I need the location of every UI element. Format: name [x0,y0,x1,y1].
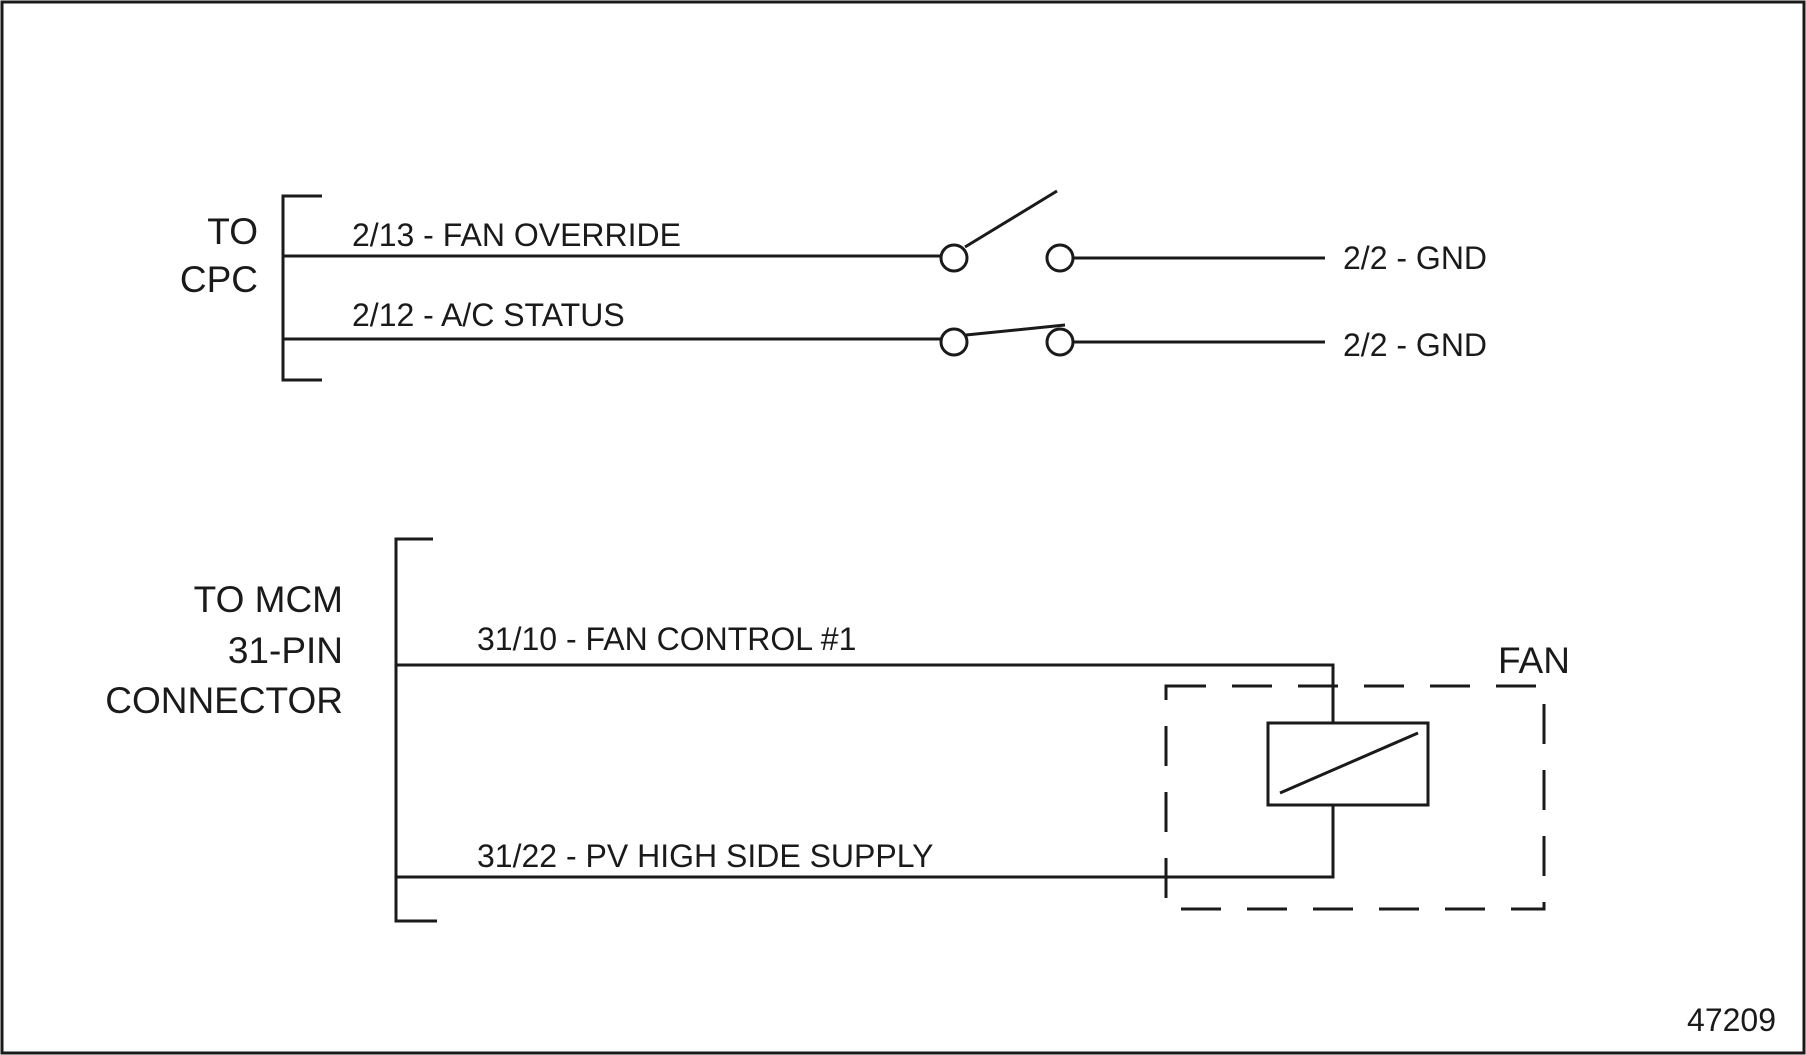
mcm-label-line2: 31-PIN [228,630,343,671]
mcm-label-line1: TO MCM [194,579,343,620]
fan-control-circuit: 31/10 - FAN CONTROL #1 [396,621,1335,723]
ac-status-ground-label: 2/2 - GND [1343,327,1487,363]
pv-high-side-wire [396,805,1335,879]
fan-solenoid-coil [1266,721,1430,807]
fan-label: FAN [1498,640,1570,681]
ac-status-switch-terminal-b [1045,327,1075,357]
cpc-label-line1: TO [207,211,258,252]
fan-assembly: FAN [1164,640,1570,911]
fan-override-switch-blade [964,189,1058,249]
ac-status-circuit: 2/12 - A/C STATUS 2/2 - GND [283,297,1487,363]
mcm-label-line3: CONNECTOR [105,680,343,721]
pv-high-side-wire-label: 31/22 - PV HIGH SIDE SUPPLY [477,838,933,874]
fan-control-wire [396,663,1335,723]
figure-number: 47209 [1687,1002,1776,1038]
fan-override-ground-label: 2/2 - GND [1343,240,1487,276]
ac-status-switch-blade [965,323,1066,337]
ac-status-switch-terminal-a [939,327,969,357]
mcm-section: TO MCM 31-PIN CONNECTOR 31/10 - FAN CONT… [105,537,1570,923]
fan-override-circuit: 2/13 - FAN OVERRIDE 2/2 - GND [283,189,1487,276]
fan-control-wire-label: 31/10 - FAN CONTROL #1 [477,621,856,657]
cpc-connector-bracket [281,194,322,382]
fan-override-switch-terminal-a [939,243,969,273]
fan-solenoid-coil-diagonal [1279,731,1419,795]
fan-override-wire-label: 2/13 - FAN OVERRIDE [352,217,681,253]
ac-status-wire-label: 2/12 - A/C STATUS [352,297,625,333]
fan-dashed-enclosure [1164,684,1546,911]
mcm-connector-bracket [394,537,437,923]
fan-override-switch-terminal-b [1045,243,1075,273]
cpc-section: TO CPC 2/13 - FAN OVERRIDE 2/2 - GND 2/1… [180,189,1487,382]
pv-high-side-circuit: 31/22 - PV HIGH SIDE SUPPLY [396,805,1335,879]
cpc-label-line2: CPC [180,259,258,300]
